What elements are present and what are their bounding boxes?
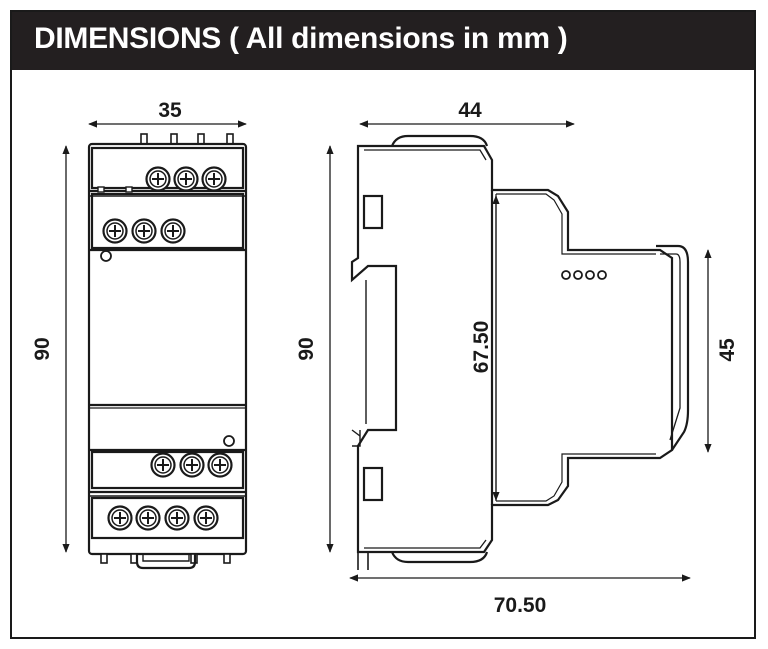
screw-icon — [173, 166, 199, 192]
side-height-label: 90 — [295, 337, 318, 360]
page-title: DIMENSIONS ( All dimensions in mm ) — [34, 22, 568, 55]
front-width-label: 35 — [158, 99, 182, 122]
led-indicators — [561, 270, 607, 280]
screw-icon — [145, 166, 171, 192]
led-icon — [597, 270, 607, 280]
screw-icon — [201, 166, 227, 192]
top-led-icon — [100, 250, 112, 262]
front-body-outline — [87, 142, 248, 556]
screw-icon — [164, 505, 190, 531]
second-terminal-block — [90, 192, 245, 250]
side-depth-label: 44 — [458, 99, 482, 122]
screw-icon — [179, 452, 205, 478]
screw-icon — [107, 505, 133, 531]
side-dimension-lines — [326, 120, 712, 582]
screw-icon — [102, 218, 128, 244]
side-body-outline — [350, 144, 674, 554]
lower-latch-window — [362, 466, 384, 502]
front-terminals — [102, 166, 233, 531]
screw-icon — [207, 452, 233, 478]
bottom-led-icon — [223, 435, 235, 447]
led-icon — [573, 270, 583, 280]
front-dimension-lines — [62, 120, 247, 553]
din-clip — [135, 554, 197, 570]
led-icon — [561, 270, 571, 280]
upper-terminal-block — [90, 146, 245, 190]
upper-latch-window — [362, 194, 384, 230]
total-depth-label: 70.50 — [494, 594, 547, 617]
front-view — [87, 133, 248, 570]
front-height-label: 90 — [31, 337, 54, 360]
top-pins — [140, 133, 234, 145]
inner-height-label: 67.50 — [470, 321, 493, 374]
right-clip — [656, 244, 690, 451]
title-bar: DIMENSIONS ( All dimensions in mm ) — [12, 12, 754, 70]
screw-icon — [150, 452, 176, 478]
screw-icon — [131, 218, 157, 244]
diagram-frame: DIMENSIONS ( All dimensions in mm ) — [10, 10, 756, 639]
bottom-terminal-block — [90, 496, 245, 540]
third-terminal-block — [90, 450, 245, 490]
screw-icon — [193, 505, 219, 531]
led-icon — [585, 270, 595, 280]
screw-icon — [160, 218, 186, 244]
side-view — [350, 134, 690, 570]
screw-icon — [135, 505, 161, 531]
clip-height-label: 45 — [716, 338, 739, 362]
